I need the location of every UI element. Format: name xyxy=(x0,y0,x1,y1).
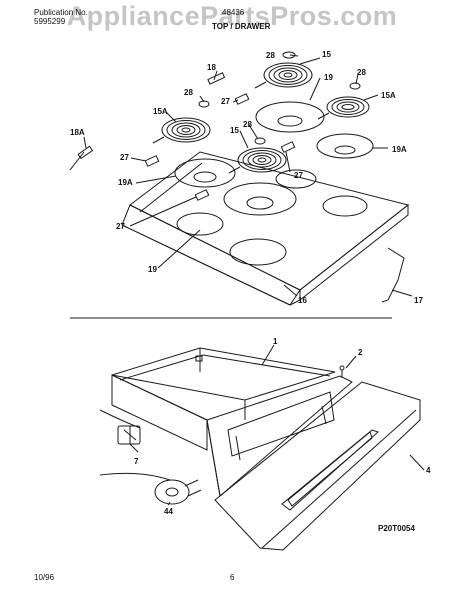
receptacle-27d xyxy=(194,189,210,201)
callout-19a: 19A xyxy=(118,178,133,187)
callout-19: 19 xyxy=(148,265,157,274)
callout-17: 17 xyxy=(414,296,423,305)
callout-27: 27 xyxy=(221,97,230,106)
callout-18a: 18A xyxy=(70,128,85,137)
receptacle-27b xyxy=(144,155,160,167)
support-rod-17 xyxy=(381,247,405,303)
callout-44: 44 xyxy=(164,507,173,516)
footer-page: 6 xyxy=(230,573,235,582)
publication-label: Publication No. xyxy=(34,8,88,17)
diagram-code: P20T0054 xyxy=(378,524,415,533)
receptacle-27a xyxy=(234,93,250,105)
callout-15: 15 xyxy=(230,126,239,135)
coil-element-center xyxy=(228,147,287,174)
callout-2: 2 xyxy=(358,348,363,357)
drawer-front xyxy=(214,381,421,551)
callout-15a: 15A xyxy=(153,107,168,116)
callout-28: 28 xyxy=(266,51,275,60)
footer-date: 10/96 xyxy=(34,573,55,582)
callout-19a: 19A xyxy=(392,145,407,154)
callout-19: 19 xyxy=(324,73,333,82)
drip-pan-right xyxy=(316,133,374,159)
callout-16: 16 xyxy=(298,296,307,305)
callout-27: 27 xyxy=(294,171,303,180)
drawer-clip-7 xyxy=(117,425,141,445)
callout-28: 28 xyxy=(243,120,252,129)
callout-15: 15 xyxy=(322,50,331,59)
callout-4: 4 xyxy=(426,466,431,475)
callout-15a: 15A xyxy=(381,91,396,100)
coil-element-right xyxy=(317,96,370,120)
callout-27: 27 xyxy=(120,153,129,162)
drawer-panel xyxy=(206,375,353,497)
receptacle-27c xyxy=(280,141,296,153)
drip-pan-upper xyxy=(255,101,325,133)
callout-27: 27 xyxy=(116,222,125,231)
watermark-text: AppliancePartsPros.com xyxy=(66,1,398,31)
drawer-body xyxy=(111,347,336,451)
drip-pan-left xyxy=(174,158,236,188)
callout-1: 1 xyxy=(273,337,278,346)
coil-element-upper xyxy=(254,62,313,89)
callout-28: 28 xyxy=(357,68,366,77)
coil-element-left xyxy=(152,117,211,144)
section-title: TOP / DRAWER xyxy=(212,22,271,31)
drawer-roller-44 xyxy=(154,479,202,505)
cooktop-frame xyxy=(121,151,410,306)
drip-pan-center xyxy=(223,182,297,216)
model-number: 48436 xyxy=(222,8,245,17)
screw-2 xyxy=(339,365,345,378)
publication-number: 5995299 xyxy=(34,17,66,26)
callout-7: 7 xyxy=(134,457,139,466)
bracket-18a xyxy=(77,145,94,160)
callout-28: 28 xyxy=(184,88,193,97)
callout-18: 18 xyxy=(207,63,216,72)
